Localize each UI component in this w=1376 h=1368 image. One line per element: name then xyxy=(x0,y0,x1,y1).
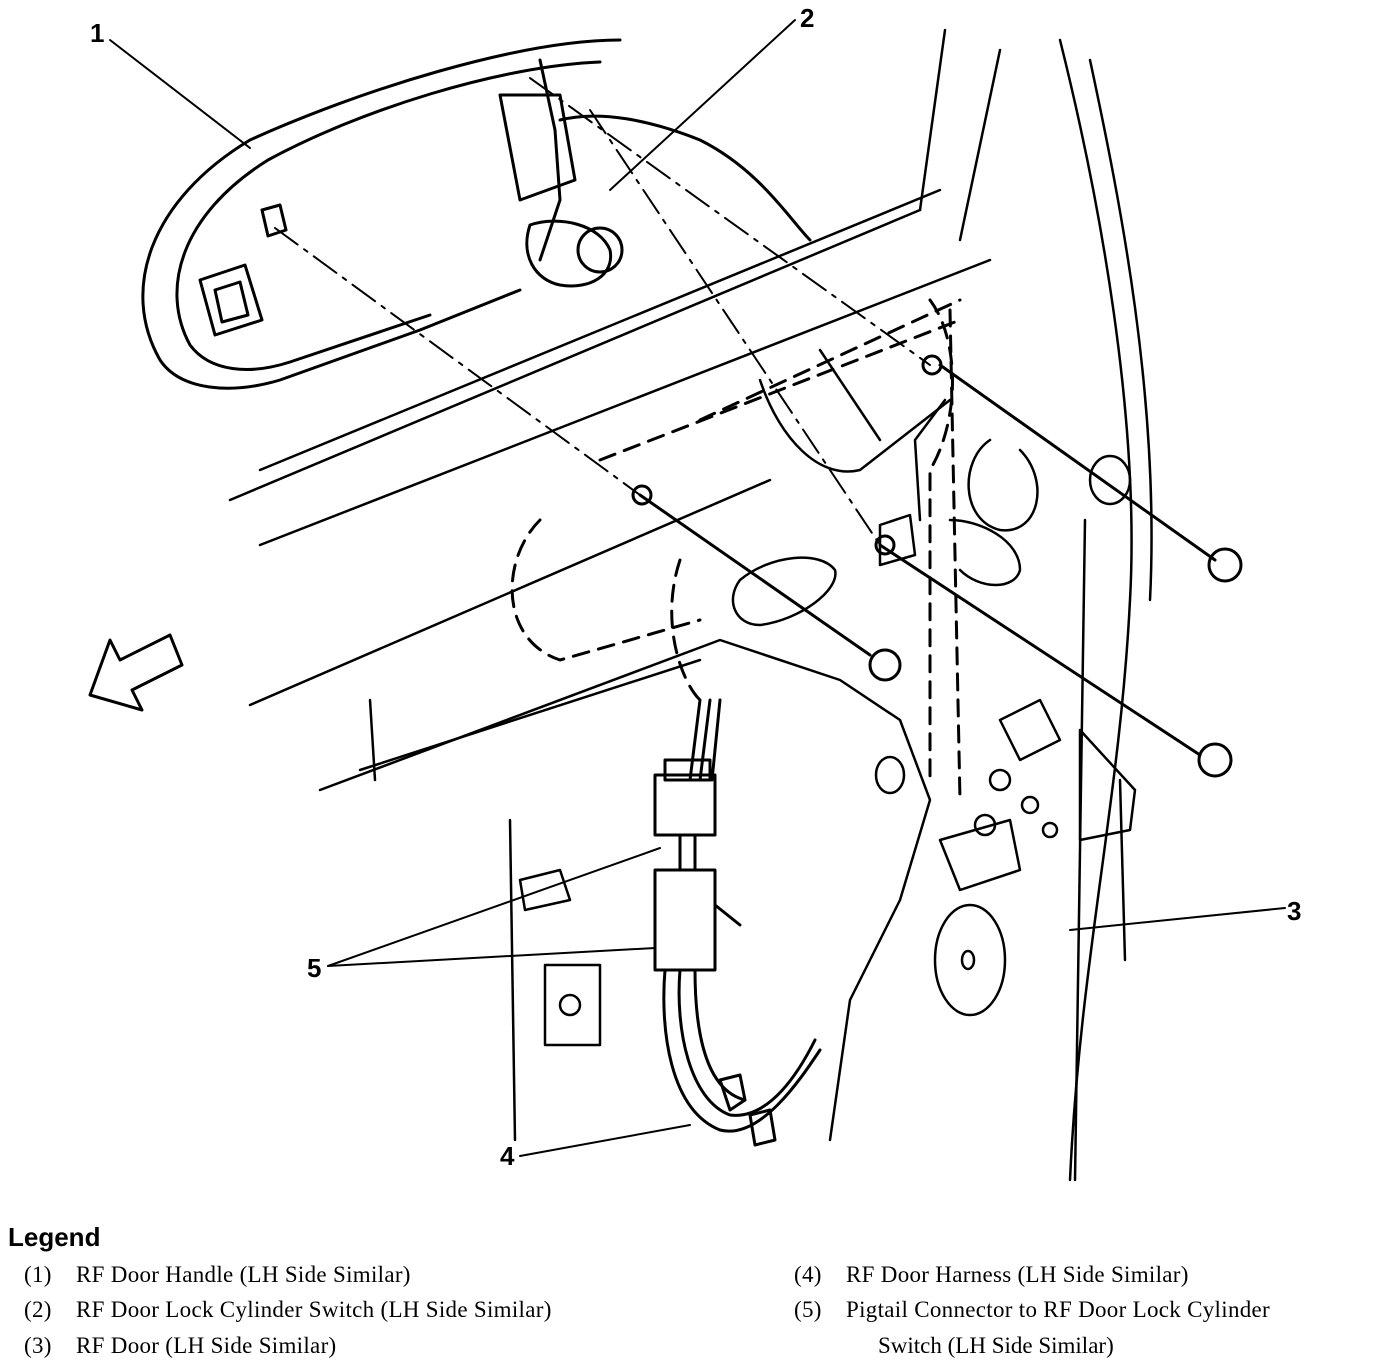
legend-item-text: RF Door Lock Cylinder Switch (LH Side Si… xyxy=(76,1297,552,1322)
callout-4: 4 xyxy=(500,1141,515,1171)
callout-1: 1 xyxy=(90,18,104,48)
legend-item-number: (2) xyxy=(24,1297,52,1322)
harness-drawing xyxy=(653,698,822,1147)
legend-item-5-continuation: Switch (LH Side Similar) xyxy=(878,1333,1114,1358)
screw-drawing xyxy=(631,354,1243,778)
door-handle-drawing xyxy=(141,38,812,390)
legend-item-number: (5) xyxy=(794,1297,822,1322)
door-panel-drawing xyxy=(228,28,1153,1182)
leader-lines xyxy=(109,19,1286,1157)
legend-item-number: (3) xyxy=(24,1333,52,1358)
legend-item-1: (1) RF Door Handle (LH Side Similar) xyxy=(24,1262,411,1288)
legend-item-5: (5) Pigtail Connector to RF Door Lock Cyl… xyxy=(794,1297,1270,1323)
misc-parts-drawing xyxy=(518,755,1022,1047)
legend-item-3: (3) RF Door (LH Side Similar) xyxy=(24,1333,337,1359)
door-assembly-diagram: 1 2 3 4 5 xyxy=(88,3,1301,1182)
legend-item-text: RF Door Handle (LH Side Similar) xyxy=(76,1262,411,1287)
inner-frame-drawing xyxy=(510,298,962,802)
callout-5: 5 xyxy=(307,953,321,983)
legend-item-text: RF Door Harness (LH Side Similar) xyxy=(846,1262,1189,1287)
legend-item-number: (1) xyxy=(24,1262,52,1287)
legend-item-4: (4) RF Door Harness (LH Side Similar) xyxy=(794,1262,1189,1288)
alignment-lines xyxy=(274,77,931,546)
legend-item-text: RF Door (LH Side Similar) xyxy=(76,1333,337,1358)
legend-title: Legend xyxy=(8,1222,101,1252)
legend-item-text: Pigtail Connector to RF Door Lock Cylind… xyxy=(846,1297,1271,1322)
lock-linkage-drawing xyxy=(731,348,1137,842)
callout-2: 2 xyxy=(800,3,814,33)
legend-item-number: (4) xyxy=(794,1262,822,1287)
legend-item-2: (2) RF Door Lock Cylinder Switch (LH Side… xyxy=(24,1297,552,1323)
callout-3: 3 xyxy=(1287,896,1301,926)
forward-arrow-icon xyxy=(88,633,184,712)
